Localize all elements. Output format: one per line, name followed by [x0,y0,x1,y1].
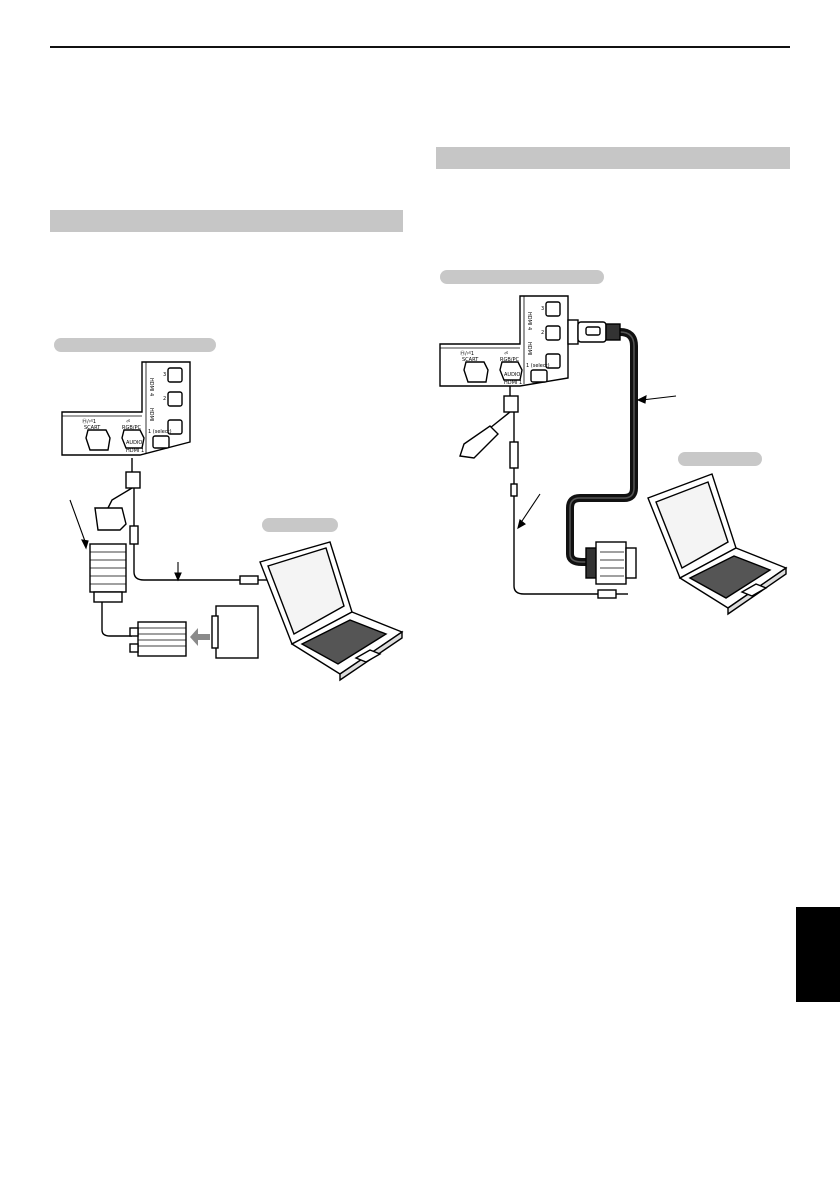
panel-label-slot3: 3 [541,306,544,312]
section-bar-left [50,210,403,232]
panel-label-slot3: 3 [163,372,166,378]
tv-back-label-pill [440,270,604,284]
panel-label-hdmi4: HDMI 4 [148,378,154,396]
panel-label-hdmi-side: HDMI [526,342,532,355]
audio-cable-right [459,386,628,599]
pointer-lines-right [517,395,677,530]
tv-rear-panel [439,295,569,387]
panel-label-hdmi1: HDMI 1 [126,448,144,454]
pc-label-pill [262,518,338,532]
panel-label-col2-top: ⏎ [126,419,130,425]
panel-label-hdmi4: HDMI 4 [526,312,532,330]
panel-label-hdmi-side: HDMI [148,408,154,421]
panel-label-slot1: 1 (select) [148,429,172,435]
language-side-tab [796,907,840,1002]
panel-label-col2-bottom: RGB/PC [500,357,519,363]
panel-label-hdmi1: HDMI 1 [504,380,522,386]
panel-label-slot1: 1 (select) [526,363,550,369]
panel-label-col1-top: Ⓗ/⏎1 [82,418,96,425]
tv-rear-panel [61,361,191,456]
panel-label-col1-bottom: SCART [462,357,479,363]
panel-label-col1-top: Ⓗ/⏎1 [460,350,474,357]
panel-label-audio: AUDIO [126,440,142,446]
panel-label-col2-top: ⏎ [504,351,508,357]
hdmi-dvi-cable [566,319,638,585]
panel-label-audio: AUDIO [504,372,520,378]
header-rule [50,46,790,48]
pc-label-pill [678,452,762,466]
panel-label-slot2: 2 [163,396,166,402]
section-bar-right [436,147,790,169]
laptop-icon [647,473,788,616]
insert-arrow [190,628,210,646]
panel-label-col1-bottom: SCART [84,425,101,431]
figure-left-pc-connection: Ⓗ/⏎1 SCART ⏎ RGB/PC HDMI 4 HDMI 3 2 1 (s… [54,338,404,682]
pointer-lines-left [69,499,182,582]
panel-label-col2-bottom: RGB/PC [122,425,141,431]
panel-label-slot2: 2 [541,330,544,336]
tv-back-label-pill [54,338,216,352]
cable-set-left [89,458,270,659]
laptop-icon [259,541,404,682]
figure-right-hdmi-connection: Ⓗ/⏎1 SCART ⏎ RGB/PC HDMI 4 HDMI 3 2 1 (s… [439,270,788,616]
